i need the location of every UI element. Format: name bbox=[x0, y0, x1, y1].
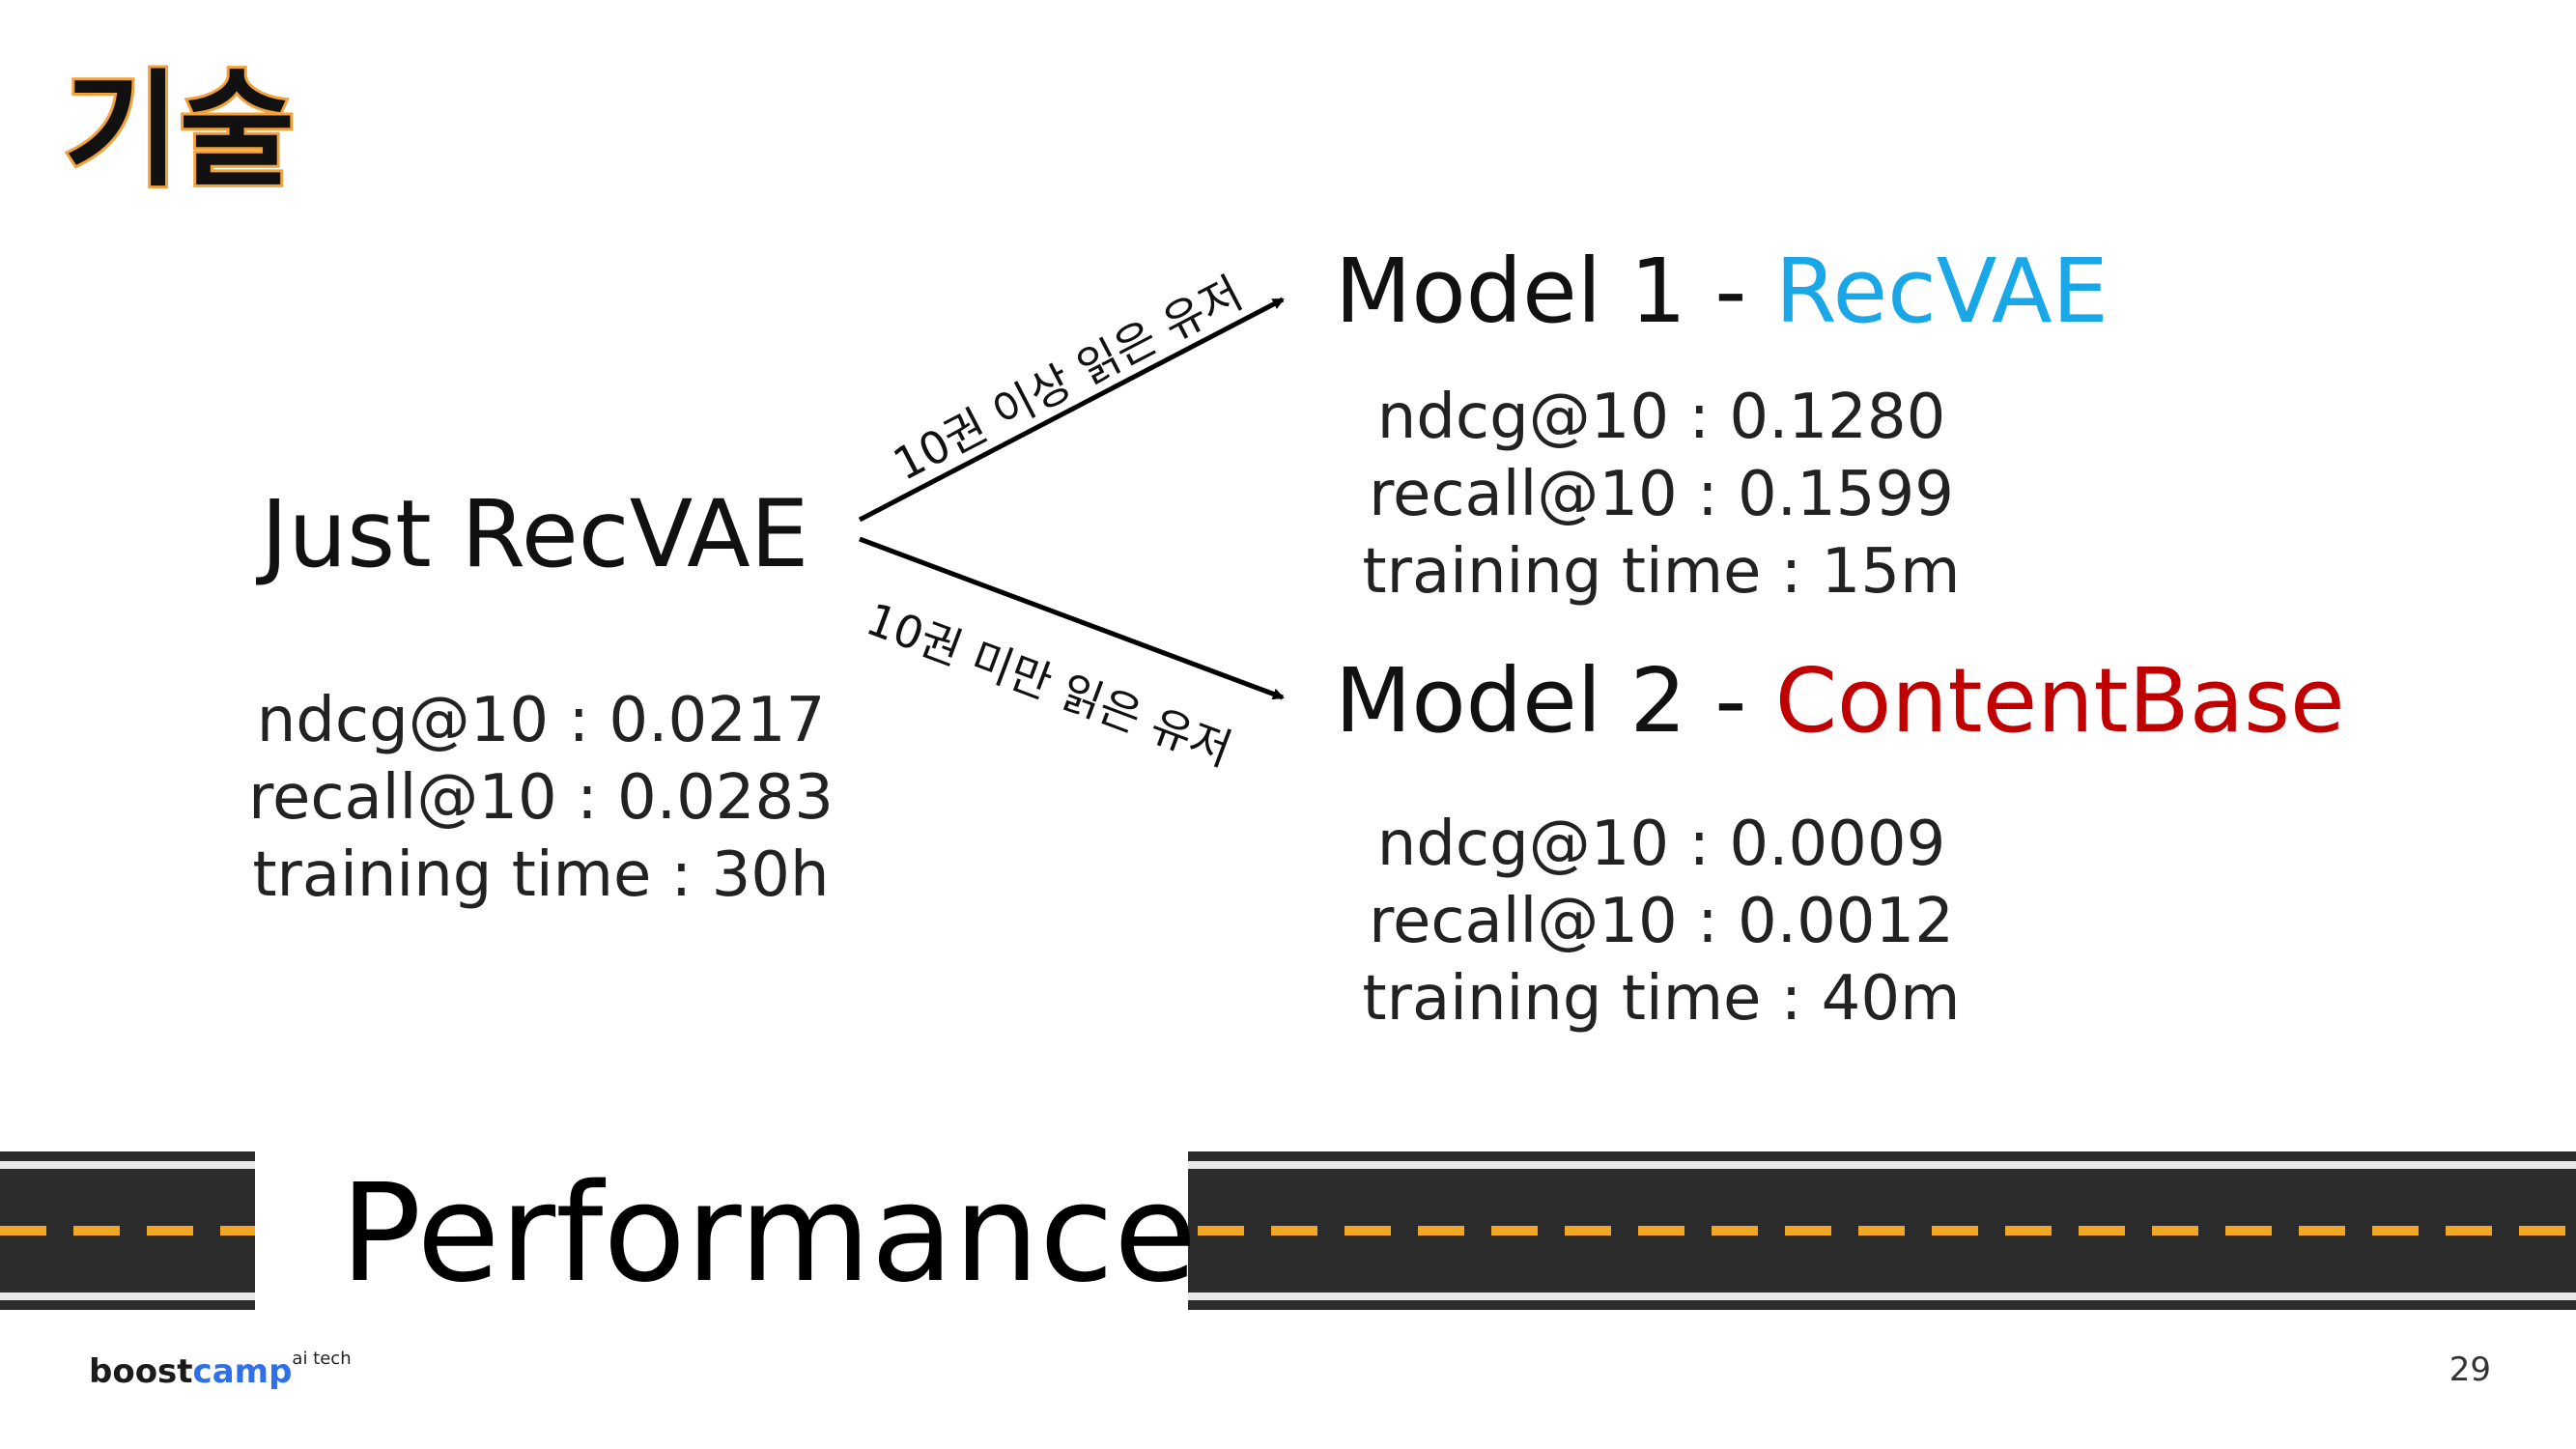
upper-arrow bbox=[858, 297, 1285, 523]
logo-boost: boost bbox=[89, 1352, 193, 1391]
page-number: 29 bbox=[2449, 1350, 2491, 1389]
model1-heading: Model 1 - RecVAE bbox=[1335, 247, 2109, 336]
logo-camp: camp bbox=[192, 1352, 293, 1391]
boostcamp-logo: boostcampai tech bbox=[89, 1349, 352, 1391]
model1-prefix: Model 1 - bbox=[1335, 240, 1775, 343]
model1-metrics: ndcg@10 : 0.1280 recall@10 : 0.1599 trai… bbox=[1352, 379, 1970, 611]
model1-ndcg: ndcg@10 : 0.1280 bbox=[1376, 382, 1946, 453]
road-left bbox=[0, 1151, 255, 1310]
model1-training-time: training time : 15m bbox=[1362, 536, 1961, 608]
logo-aitech: ai tech bbox=[292, 1349, 352, 1369]
model2-ndcg: ndcg@10 : 0.0009 bbox=[1376, 809, 1946, 880]
performance-label: Performance bbox=[340, 1155, 1198, 1313]
base-model-title: Just RecVAE bbox=[261, 480, 809, 588]
road-right bbox=[1188, 1151, 2576, 1310]
slide-title: 기술 bbox=[61, 57, 297, 204]
base-ndcg: ndcg@10 : 0.0217 bbox=[256, 685, 826, 756]
model1-recall: recall@10 : 0.1599 bbox=[1369, 459, 1954, 530]
model2-metrics: ndcg@10 : 0.0009 recall@10 : 0.0012 trai… bbox=[1352, 806, 1970, 1037]
base-training-time: training time : 30h bbox=[252, 839, 830, 911]
model2-prefix: Model 2 - bbox=[1335, 649, 1775, 753]
lower-arrow bbox=[859, 536, 1285, 700]
base-metrics: ndcg@10 : 0.0217 recall@10 : 0.0283 trai… bbox=[232, 682, 850, 914]
model2-heading: Model 2 - ContentBase bbox=[1335, 657, 2345, 746]
model2-name: ContentBase bbox=[1774, 649, 2345, 753]
model1-name: RecVAE bbox=[1774, 240, 2109, 343]
model2-training-time: training time : 40m bbox=[1362, 963, 1961, 1035]
base-recall: recall@10 : 0.0283 bbox=[248, 762, 834, 834]
model2-recall: recall@10 : 0.0012 bbox=[1369, 886, 1954, 957]
